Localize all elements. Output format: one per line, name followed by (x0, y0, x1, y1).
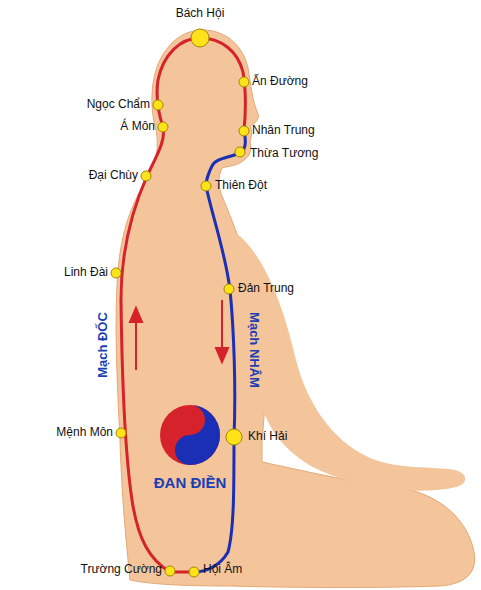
point-dot (191, 29, 209, 47)
up-arrow-shaft (135, 320, 137, 370)
acupoint-label: Hội Âm (203, 562, 242, 576)
point-dot (158, 122, 168, 132)
acupoint-dots (111, 29, 249, 577)
nham-meridian-line (194, 131, 245, 572)
channel-name: Mạch ĐỐC (96, 312, 110, 378)
acupoint-label: Á Môn (120, 119, 155, 133)
point-dot (201, 181, 211, 191)
acupoint-label: Nhân Trung (252, 123, 315, 137)
point-dot (226, 429, 242, 445)
point-dot (239, 77, 249, 87)
yin-yang (160, 405, 220, 465)
flow-arrows (130, 300, 228, 370)
yin-yang-red (160, 405, 220, 465)
point-dot (224, 284, 234, 294)
acupoint-label: Thừa Tương (250, 146, 318, 160)
region-name: ĐAN ĐIỀN (154, 476, 227, 490)
acupoint-label: Đản Trung (238, 281, 294, 295)
body-silhouette (116, 30, 475, 588)
doc-meridian-line (121, 38, 245, 572)
up-arrow-head (130, 308, 142, 322)
acupoint-label: Bách Hội (176, 6, 225, 20)
down-arrow-head (216, 348, 228, 362)
point-dot (111, 268, 121, 278)
acupoint-label: Thiên Đột (215, 178, 267, 192)
point-dot (239, 126, 249, 136)
point-dot (116, 428, 126, 438)
down-arrow-shaft (221, 300, 223, 350)
acupoint-label: Linh Đài (64, 265, 108, 279)
point-dot (189, 567, 199, 577)
point-dot (235, 147, 245, 157)
yin-yang-blue (175, 405, 220, 465)
point-dot (153, 100, 163, 110)
acupoint-label: Ấn Đường (252, 74, 308, 88)
acupoint-label: Ngọc Chẩm (87, 97, 150, 111)
arm-silhouette (232, 230, 465, 491)
channel-name: Mạch NHÂM (247, 312, 261, 388)
point-dot (141, 171, 151, 181)
point-dot (165, 566, 175, 576)
acupoint-label: Khí Hải (248, 429, 287, 443)
acupoint-label: Đại Chùy (89, 168, 138, 182)
acupoint-label: Mệnh Môn (56, 425, 113, 439)
acupoint-label: Trường Cường (81, 562, 162, 576)
